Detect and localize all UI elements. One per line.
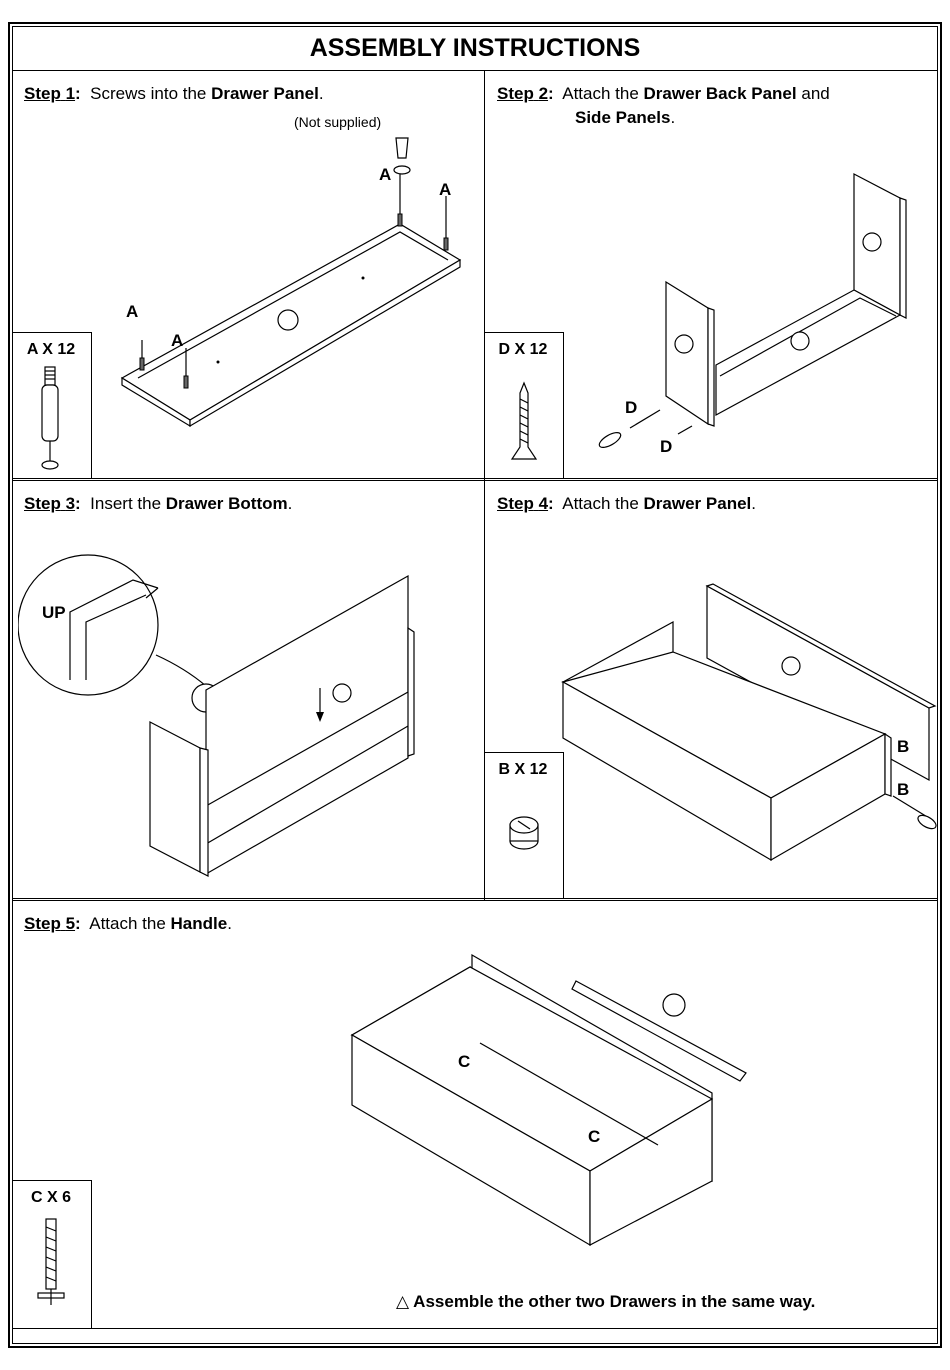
footnote: △ Assemble the other two Drawers in the … <box>396 1292 815 1312</box>
row-divider-2 <box>12 898 938 901</box>
part-c-quantity: C X 6 <box>30 1189 71 1206</box>
part-b-quantity: B X 12 <box>498 761 548 778</box>
step-4-illustration <box>561 583 937 862</box>
step-5-heading: Step 5: Attach the Handle. <box>24 914 232 933</box>
column-divider <box>484 70 485 900</box>
label-a-right: A <box>439 180 452 199</box>
label-a-middle: A <box>171 331 184 350</box>
label-b-lower: B <box>897 780 910 799</box>
part-a-box: A X 12 <box>12 332 92 478</box>
footnote-text: Assemble the other two Drawers in the sa… <box>413 1292 816 1311</box>
title-divider <box>12 70 938 71</box>
page-title: ASSEMBLY INSTRUCTIONS <box>309 34 641 62</box>
step-1-heading: Step 1: Screws into the Drawer Panel. <box>24 84 324 103</box>
label-d-lower: D <box>660 437 673 456</box>
label-c-lower: C <box>588 1127 601 1146</box>
label-d-upper: D <box>625 398 638 417</box>
step-4-heading: Step 4: Attach the Drawer Panel. <box>497 494 756 513</box>
step-5-illustration <box>350 953 747 1247</box>
label-up: UP <box>42 603 66 622</box>
inner-frame <box>12 26 938 1344</box>
part-c-box: C X 6 <box>12 1180 92 1328</box>
row-divider-1 <box>12 478 938 481</box>
step-2-illustration <box>598 173 907 448</box>
label-b-upper: B <box>897 737 910 756</box>
bottom-divider <box>12 1328 938 1329</box>
outer-frame <box>8 22 942 1348</box>
wood-screw-icon <box>510 381 538 460</box>
label-a-top: A <box>379 165 392 184</box>
part-d-quantity: D X 12 <box>498 341 548 358</box>
label-c-upper: C <box>458 1052 471 1071</box>
part-d-box: D X 12 <box>484 332 564 478</box>
step-3-heading: Step 3: Insert the Drawer Bottom. <box>24 494 293 513</box>
not-supplied-note: (Not supplied) <box>294 114 382 130</box>
part-a-quantity: A X 12 <box>26 341 76 358</box>
handle-screw-icon <box>37 1218 65 1305</box>
step-2-heading: Step 2: Attach the Drawer Back Panel and… <box>497 84 830 127</box>
cam-lock-icon <box>509 816 539 850</box>
cam-bolt-icon <box>41 366 59 470</box>
step-1-illustration <box>120 137 462 428</box>
step-3-illustration <box>18 554 415 877</box>
part-b-box: B X 12 <box>484 752 564 898</box>
triangle-icon: △ <box>396 1292 410 1311</box>
label-a-left: A <box>126 302 139 321</box>
